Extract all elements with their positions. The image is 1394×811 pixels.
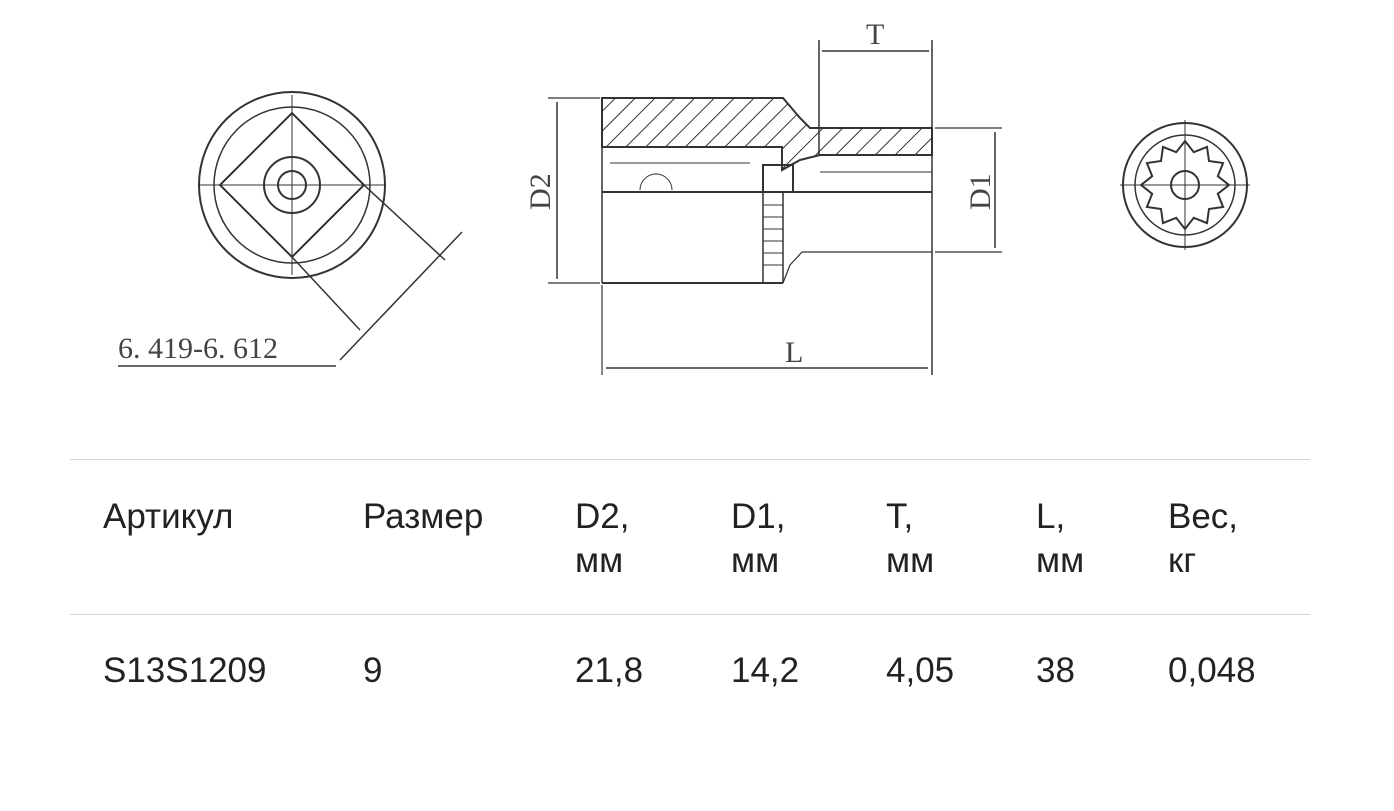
dim-d2-label: D2	[524, 173, 557, 210]
column-header: D1,	[731, 497, 786, 536]
table-cell: 14,2	[731, 651, 800, 690]
column-header: D2,	[575, 497, 630, 536]
column-header: L,	[1036, 497, 1066, 536]
table-cell: 38	[1036, 651, 1075, 690]
dim-t-label: T	[866, 18, 884, 51]
column-header: кг	[1168, 541, 1197, 580]
column-header: мм	[1036, 541, 1085, 580]
column-header: мм	[886, 541, 935, 580]
table-cell: 9	[363, 651, 383, 690]
column-header: Артикул	[103, 497, 234, 536]
table-header-rule	[70, 614, 1310, 615]
column-header: мм	[575, 541, 624, 580]
column-header: T,	[886, 497, 914, 536]
table-cell: 4,05	[886, 651, 955, 690]
table-cell: S13S1209	[103, 651, 267, 690]
technical-drawing: 6. 419-6. 612 T D2 D1 L	[118, 18, 1250, 375]
tolerance-label: 6. 419-6. 612	[118, 332, 278, 365]
column-header: Вес,	[1168, 497, 1239, 536]
drive-end-view	[118, 91, 463, 367]
dim-l-label: L	[785, 336, 803, 369]
column-header: Размер	[363, 497, 484, 536]
section-view	[548, 40, 1002, 375]
table-cell: 21,8	[575, 651, 644, 690]
table-top-rule	[70, 459, 1310, 460]
socket-end-view	[1120, 120, 1250, 250]
table-cell: 0,048	[1168, 651, 1256, 690]
dim-d1-label: D1	[964, 173, 997, 210]
column-header: мм	[731, 541, 780, 580]
